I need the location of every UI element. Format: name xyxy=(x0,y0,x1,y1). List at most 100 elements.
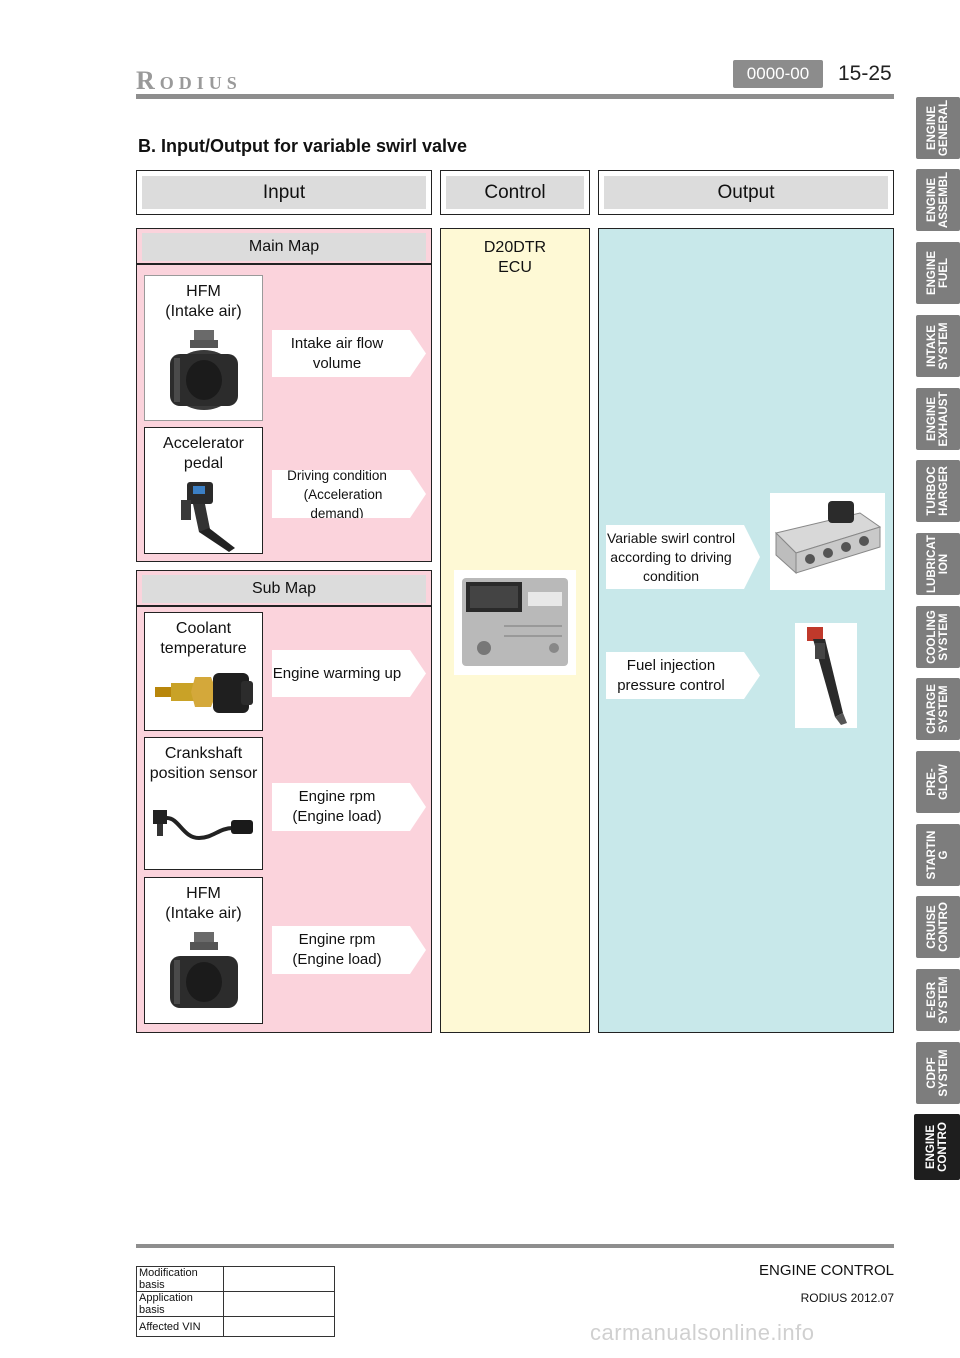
tab-label-line1: ENGINE xyxy=(925,1124,937,1170)
output-line2: pressure control xyxy=(617,676,725,694)
revision-table: Modification basis Application basis Aff… xyxy=(136,1266,335,1337)
tab-label-line1: ENGINE xyxy=(926,177,938,223)
revision-value xyxy=(223,1266,335,1292)
revision-value xyxy=(223,1291,335,1317)
input-label-line1: Accelerator xyxy=(163,435,244,452)
tab-label-line1: ENGINE xyxy=(926,250,938,296)
signal-driving-condition: Driving condition (Acceleration demand) xyxy=(272,470,426,518)
input-hfm-main: HFM (Intake air) xyxy=(144,275,263,421)
intake-manifold-graphic xyxy=(775,501,882,575)
signal-line1: Intake air flow xyxy=(290,334,384,352)
sub-map-title: Sub Map xyxy=(142,575,426,603)
tab-label-line2: GENERAL xyxy=(938,99,950,157)
tab-label-line2: G xyxy=(938,850,950,860)
tab-label-line1: TURBOC xyxy=(926,466,938,516)
tab-label-line1: INTAKE xyxy=(926,325,938,367)
input-label-line2: temperature xyxy=(160,640,247,657)
main-map-title: Main Map xyxy=(142,233,426,261)
input-label-line2: pedal xyxy=(183,455,224,472)
ecu-image xyxy=(454,570,576,675)
control-column-header: Control xyxy=(440,170,590,215)
tab-label-line1: ENGINE xyxy=(926,105,938,151)
input-coolant-temperature: Coolant temperature xyxy=(144,612,263,731)
header-rule xyxy=(136,94,894,99)
input-label-line2: (Intake air) xyxy=(165,303,242,320)
input-label-line1: HFM xyxy=(186,283,221,300)
revision-label: Modification basis xyxy=(136,1266,224,1292)
tab-label-line2: SYSTEM xyxy=(938,1049,950,1097)
signal-line2: (Engine load) xyxy=(292,808,382,825)
tab-label-line2: HARGER xyxy=(938,466,950,516)
section-title: B. Input/Output for variable swirl valve xyxy=(138,136,468,156)
revision-label: Affected VIN xyxy=(136,1316,224,1337)
tab-label-line2: SYSTEM xyxy=(938,685,950,733)
tab-label-line2: ION xyxy=(938,553,950,575)
output-column-header: Output xyxy=(598,170,894,215)
ecu-label: D20DTR ECU xyxy=(440,238,590,278)
tab-label-line2: SYSTEM xyxy=(938,322,950,370)
fuel-injector-image xyxy=(795,623,857,728)
table-row: Application basis xyxy=(136,1291,335,1317)
hfm-sensor-image xyxy=(169,932,238,1008)
signal-engine-warming-up: Engine warming up xyxy=(272,650,426,697)
output-line3: condition xyxy=(642,567,700,584)
tab-label-line1: PRE- xyxy=(926,768,938,796)
page-number: 15-25 xyxy=(838,62,892,85)
control-header-label: Control xyxy=(446,176,584,209)
output-line1: Fuel injection xyxy=(626,656,716,674)
section-code-badge: 0000-00 xyxy=(733,60,823,88)
tab-label-line1: CHARGE xyxy=(926,684,938,734)
tab-label-line1: CRUISE xyxy=(926,905,938,949)
sub-map-divider xyxy=(137,605,431,607)
footer-rule xyxy=(136,1244,894,1248)
accelerator-pedal-image xyxy=(180,482,235,552)
input-label-line1: Crankshaft xyxy=(164,745,243,762)
tab-label-line1: ENGINE xyxy=(926,396,938,442)
watermark: carmanualsonline.info xyxy=(590,1320,815,1345)
main-map-divider xyxy=(137,263,431,265)
tab-label-line1: COOLING xyxy=(926,610,938,664)
signal-line1: Engine rpm xyxy=(298,788,376,805)
signal-line1: Driving condition xyxy=(287,467,387,483)
ecu-unit-graphic xyxy=(462,578,568,666)
signal-line2: (Acceleration demand) xyxy=(303,486,383,521)
injector-graphic xyxy=(807,627,847,725)
ecu-label-line2: ECU xyxy=(498,259,532,276)
input-label-line1: HFM xyxy=(186,885,221,902)
swirl-valve-manifold-image xyxy=(770,493,885,590)
signal-line2: (Engine load) xyxy=(292,951,382,968)
ecu-label-line1: D20DTR xyxy=(483,239,547,256)
signal-line1: Engine rpm xyxy=(298,931,376,948)
input-column-header: Input xyxy=(136,170,432,215)
tab-label-line2: EXHAUST xyxy=(938,391,950,447)
tab-label-line2: SYSTEM xyxy=(938,976,950,1024)
tab-label-line1: STARTIN xyxy=(926,830,938,880)
input-crankshaft-position-sensor: Crankshaft position sensor xyxy=(144,737,263,870)
tab-pre-glow[interactable]: PRE-GLOW xyxy=(916,751,960,813)
hfm-sensor-image xyxy=(169,330,238,410)
footer-edition: RODIUS 2012.07 xyxy=(800,1291,894,1305)
table-row: Modification basis xyxy=(136,1266,335,1292)
tab-label-line2: CONTRO xyxy=(938,902,950,952)
revision-label: Application basis xyxy=(136,1291,224,1317)
footer-chapter-title: ENGINE CONTROL xyxy=(758,1262,894,1279)
input-header-label: Input xyxy=(142,176,426,209)
output-fuel-injection-pressure: Fuel injection pressure control xyxy=(606,652,760,699)
brand-logo: Rodius xyxy=(136,66,242,95)
